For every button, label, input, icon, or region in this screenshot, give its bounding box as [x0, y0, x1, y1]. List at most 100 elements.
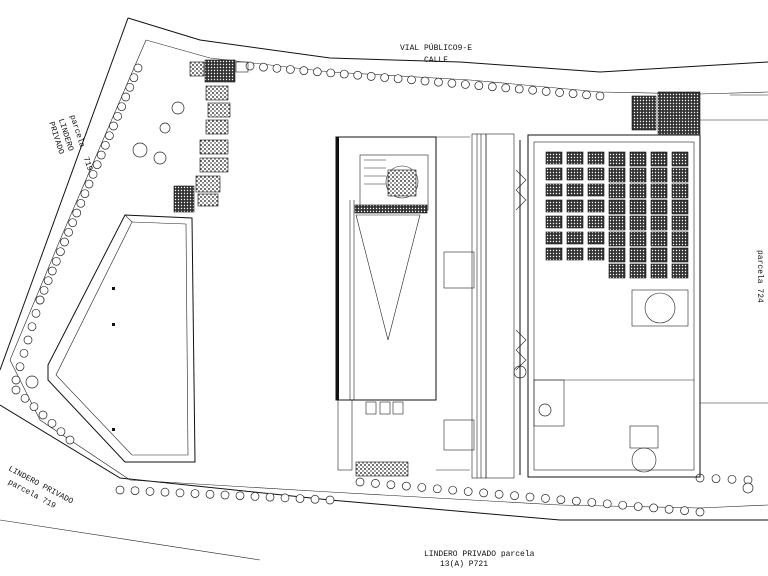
shrub [235, 491, 245, 501]
solar-panel [629, 231, 647, 247]
shrub [72, 208, 82, 218]
right-building [515, 119, 768, 478]
solar-panel [587, 215, 605, 229]
shrub [68, 218, 78, 228]
shrub [432, 484, 442, 494]
shrub [633, 502, 643, 511]
road-label-line2: CALLE [424, 56, 448, 65]
solar-panel-array [545, 151, 689, 279]
shrub [280, 493, 290, 503]
shrub [105, 131, 114, 141]
solar-panel [587, 151, 605, 165]
solar-panel [545, 215, 563, 229]
solar-panel [545, 167, 563, 181]
left-boundary-line4: 719 [81, 156, 94, 173]
solar-panel [608, 247, 626, 263]
shrub [501, 83, 511, 93]
solar-panel [671, 231, 689, 247]
shrub [115, 485, 125, 495]
shrub [325, 495, 335, 505]
shrub [65, 435, 75, 445]
shrub [568, 89, 578, 99]
shrub [541, 87, 551, 96]
paving-blocks [173, 59, 701, 213]
shrub [125, 82, 135, 92]
shrub [145, 487, 155, 496]
shrub [299, 66, 309, 75]
solar-panel [545, 151, 563, 165]
shrub [310, 494, 320, 504]
shrub [31, 308, 41, 318]
shrub [117, 102, 127, 112]
solar-panel [650, 215, 668, 231]
shrub [109, 121, 118, 131]
shrub [326, 68, 336, 78]
shrub [220, 490, 230, 500]
solar-panel [545, 231, 563, 245]
bottom-boundary-line1: LINDERO PRIVADO parcela [424, 550, 535, 559]
solar-panel [608, 263, 626, 279]
shrub [64, 227, 73, 237]
shrub [582, 90, 591, 100]
shrub [39, 285, 49, 295]
shrub [23, 335, 33, 345]
shrub [19, 348, 29, 358]
shrub [100, 140, 110, 150]
shrub [711, 474, 721, 484]
shrub [130, 486, 140, 496]
house-block [335, 136, 475, 477]
shrub [541, 494, 550, 503]
solar-panel [671, 151, 689, 167]
solar-panel [545, 199, 563, 213]
shrub [27, 322, 37, 332]
solar-panel [650, 167, 668, 183]
shrub [60, 237, 69, 247]
shrub [286, 65, 295, 74]
shrub [29, 402, 39, 412]
solar-panel [629, 167, 647, 183]
shrub [272, 63, 282, 73]
walkway [471, 133, 515, 479]
shrub [92, 160, 102, 170]
boundary-tree-row [11, 61, 753, 517]
shrub [595, 91, 605, 101]
solar-panel [650, 183, 668, 199]
shrub [96, 150, 106, 160]
solar-panel [608, 215, 626, 231]
shrub [556, 495, 566, 505]
solar-panel [608, 151, 626, 167]
shrub [38, 410, 48, 420]
solar-panel [629, 151, 647, 167]
solar-panel [608, 183, 626, 199]
shrub [393, 74, 403, 84]
shrub [371, 479, 380, 488]
shrub [514, 84, 524, 94]
shrub [664, 504, 674, 514]
shrub [447, 78, 457, 88]
shrub [680, 506, 689, 515]
shrub [259, 62, 268, 72]
landscape-trees [25, 101, 754, 494]
shrub [649, 503, 658, 513]
shrub [417, 483, 427, 492]
solar-panel [587, 183, 605, 197]
solar-panel [566, 231, 584, 245]
shrub [205, 489, 215, 499]
shrub [366, 72, 376, 81]
shrub [525, 492, 535, 502]
shrub [407, 75, 416, 85]
shrub [11, 385, 21, 395]
shrub [463, 487, 473, 496]
shrub [160, 487, 170, 497]
shrub [84, 179, 94, 189]
shrub [245, 61, 255, 71]
shrub [618, 500, 628, 510]
solar-panel [671, 167, 689, 183]
shrub [386, 480, 396, 490]
shrub [420, 76, 430, 86]
solar-panel [566, 247, 584, 261]
shrub [695, 507, 705, 517]
solar-panel [650, 151, 668, 167]
shrub [51, 256, 61, 266]
shrub [15, 362, 25, 372]
